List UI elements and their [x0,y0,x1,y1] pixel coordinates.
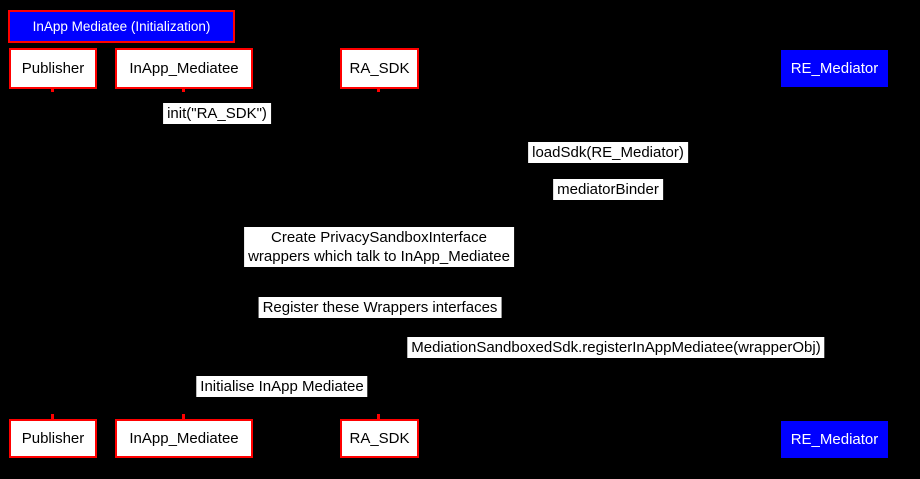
lifeline-inapp-mediatee [184,89,185,419]
note-create-wrappers: Create PrivacySandboxInterface wrappers … [244,227,514,267]
actor-box-publisher-top: Publisher [9,48,97,89]
lifeline-stub [377,89,380,92]
actor-box-inapp-mediatee-bottom: InApp_Mediatee [115,419,253,458]
message-label-loadsdk: loadSdk(RE_Mediator) [528,142,688,163]
actor-box-re-mediator-bottom: RE_Mediator [781,421,888,458]
lifeline-stub [51,414,54,419]
lifeline-stub [51,89,54,92]
lifeline-re-mediator [834,89,835,419]
actor-box-publisher-bottom: Publisher [9,419,97,458]
actor-box-inapp-mediatee-top: InApp_Mediatee [115,48,253,89]
lifeline-stub [377,414,380,419]
actor-box-re-mediator-top: RE_Mediator [781,50,888,87]
message-label-initialise: Initialise InApp Mediatee [196,376,368,397]
actor-box-ra-sdk-top: RA_SDK [340,48,419,89]
message-label-mediatorbinder: mediatorBinder [553,179,663,200]
lifeline-publisher [53,89,54,419]
message-label-register-wrappers: Register these Wrappers interfaces [258,297,502,318]
actor-box-ra-sdk-bottom: RA_SDK [340,419,419,458]
lifeline-stub [182,89,185,92]
diagram-title: InApp Mediatee (Initialization) [8,10,235,43]
message-label-init: init("RA_SDK") [163,103,271,124]
message-label-register-inapp-mediatee: MediationSandboxedSdk.registerInAppMedia… [407,337,825,358]
lifeline-stub [182,414,185,419]
